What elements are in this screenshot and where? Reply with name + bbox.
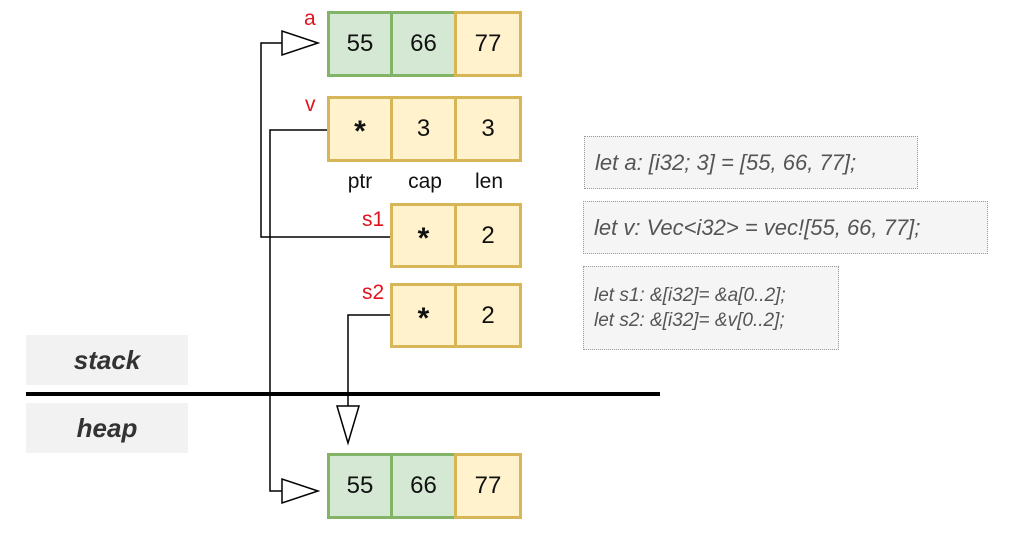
array-a-cell: 55 xyxy=(327,11,393,77)
field-label-len: len xyxy=(474,170,504,193)
slice-s1-ptr-cell: * xyxy=(390,203,457,268)
code-block-v: let v: Vec<i32> = vec![55, 66, 77]; xyxy=(583,201,988,254)
slice-s1-len-cell: 2 xyxy=(454,203,522,268)
s1-arrowhead xyxy=(281,29,321,57)
code-line-a: let a: [i32; 3] = [55, 66, 77]; xyxy=(595,149,857,175)
heap-data-cell: 55 xyxy=(327,453,393,519)
field-label-ptr: ptr xyxy=(347,170,373,193)
code-block-a: let a: [i32; 3] = [55, 66, 77]; xyxy=(584,136,918,189)
vec-v-ptr-cell: * xyxy=(327,96,393,162)
field-label-cap: cap xyxy=(408,170,442,193)
var-label-v: v xyxy=(305,93,316,116)
code-line-s2: let s2: &[i32]= &v[0..2]; xyxy=(594,310,785,331)
var-label-s2: s2 xyxy=(362,281,385,304)
s1-pointer-line xyxy=(260,42,390,238)
s2-pointer-line xyxy=(347,314,390,406)
slice-s2-ptr-cell: * xyxy=(390,283,457,348)
v-pointer-line xyxy=(269,129,328,492)
var-label-s1: s1 xyxy=(362,208,385,231)
var-label-a: a xyxy=(304,7,316,30)
heap-zone-label: heap xyxy=(26,403,188,453)
heap-data-cell: 66 xyxy=(390,453,457,519)
code-line-v: let v: Vec<i32> = vec![55, 66, 77]; xyxy=(594,214,921,240)
vec-v-len-cell: 3 xyxy=(454,96,522,162)
vec-v-cap-cell: 3 xyxy=(390,96,457,162)
stack-zone-label: stack xyxy=(26,335,188,385)
array-a-cell: 66 xyxy=(390,11,457,77)
heap-data-cell: 77 xyxy=(454,453,522,519)
code-block-slices: let s1: &[i32]= &a[0..2]; let s2: &[i32]… xyxy=(583,266,839,350)
s2-arrowhead xyxy=(335,405,361,446)
array-a-cell: 77 xyxy=(454,11,522,77)
code-line-s1: let s1: &[i32]= &a[0..2]; xyxy=(594,285,786,306)
v-arrowhead xyxy=(281,477,321,505)
slice-s2-len-cell: 2 xyxy=(454,283,522,348)
